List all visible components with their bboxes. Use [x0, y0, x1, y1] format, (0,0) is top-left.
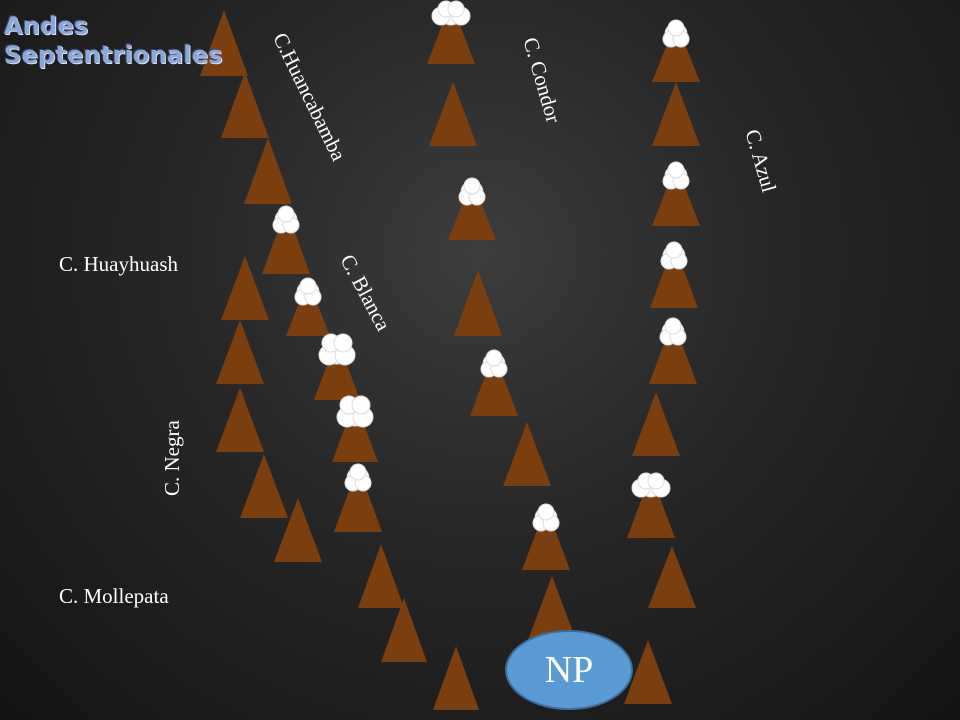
mountain-peak — [624, 640, 672, 704]
snow-blob — [351, 395, 371, 415]
snow-cap — [431, 0, 471, 26]
snow-blob — [463, 177, 481, 195]
label-cordillera-mollepata: C. Mollepata — [59, 584, 169, 608]
snow-cap — [631, 472, 671, 498]
snow-blob — [647, 472, 665, 490]
mountain-peak — [332, 400, 378, 462]
title-line-2: Septentrionales — [4, 41, 223, 69]
snow-cap — [659, 317, 687, 346]
mountain-peak — [262, 208, 310, 274]
mountain-peak — [627, 474, 675, 538]
mountain-peak — [240, 454, 288, 518]
snow-blob — [447, 0, 465, 18]
snow-blob — [349, 463, 367, 481]
snow-cap — [294, 277, 322, 306]
mountain-peak — [200, 10, 248, 76]
mountain-peak — [244, 138, 292, 204]
snow-blob — [667, 19, 685, 37]
mountain-peak — [221, 256, 269, 320]
snow-blob — [667, 161, 685, 179]
snow-cap — [272, 205, 300, 234]
mountain-peak — [429, 82, 477, 146]
snow-blob — [665, 241, 683, 259]
snow-blob — [485, 349, 503, 367]
mountain-peak — [454, 270, 502, 336]
mountain-peak — [358, 544, 404, 608]
mountain-peak — [314, 338, 360, 400]
np-label: NP — [544, 649, 594, 691]
mountain-peak — [528, 576, 576, 640]
snow-cap — [458, 177, 486, 206]
snow-blob — [664, 317, 682, 335]
label-cordillera-negra: C. Negra — [160, 420, 184, 496]
mountain-peak — [433, 646, 479, 710]
np-ellipse: NP — [505, 630, 633, 710]
snow-cap — [336, 395, 374, 428]
mountain-peak — [652, 22, 700, 82]
mountain-peak — [381, 598, 427, 662]
mountain-peak — [286, 280, 330, 336]
mountain-peak — [216, 388, 264, 452]
mountain-peak — [652, 164, 700, 226]
mountain-peak — [274, 498, 322, 562]
title-line-1: Andes — [4, 12, 89, 40]
mountain-peak — [632, 392, 680, 456]
mountain-peak — [649, 320, 697, 384]
mountain-peak — [503, 422, 551, 486]
snow-blob — [299, 277, 317, 295]
snow-cap — [662, 19, 690, 48]
mountain-peak — [427, 2, 475, 64]
mountain-peak — [652, 82, 700, 146]
mountain-peak — [334, 466, 382, 532]
snow-cap — [662, 161, 690, 190]
mountain-peak — [648, 546, 696, 608]
mountain-peak — [448, 180, 496, 240]
snow-blob — [333, 333, 353, 353]
mountain-peak — [650, 244, 698, 308]
label-cordillera-huayhuash: C. Huayhuash — [59, 252, 178, 276]
mountain-peak — [470, 352, 518, 416]
diagram-title: Andes Septentrionales — [4, 12, 223, 70]
mountain-peak — [216, 320, 264, 384]
snow-blob — [537, 503, 555, 521]
snow-cap — [532, 503, 560, 532]
mountain-peak — [522, 506, 570, 570]
snow-blob — [277, 205, 295, 223]
snow-cap — [660, 241, 688, 270]
mountain-peak — [221, 72, 269, 138]
snow-cap — [344, 463, 372, 492]
snow-cap — [318, 333, 356, 366]
snow-cap — [480, 349, 508, 378]
